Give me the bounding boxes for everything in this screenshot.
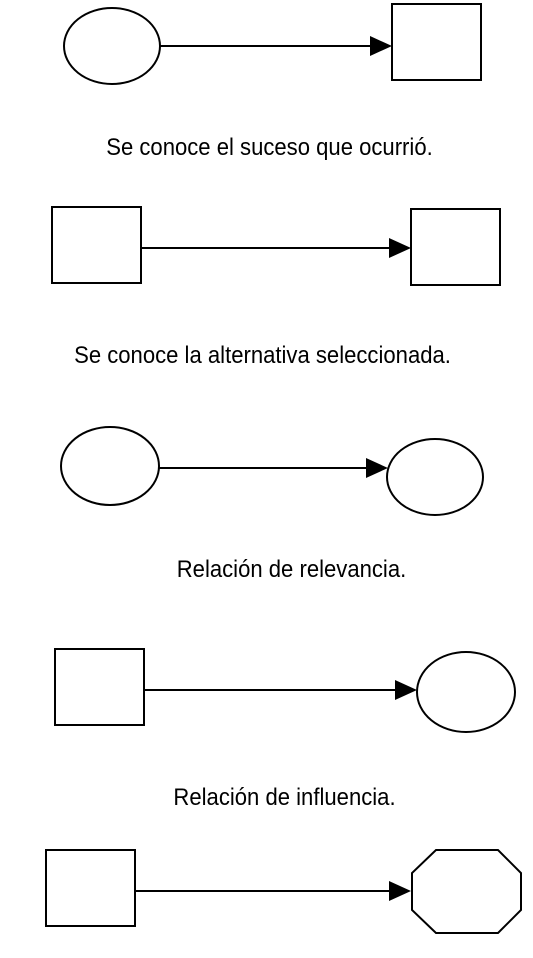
- arrowhead: [395, 680, 417, 700]
- relation-row-1: [63, 3, 482, 85]
- caption-alternativa-seleccionada: Se conoce la alternativa seleccionada.: [74, 342, 451, 369]
- arrowhead: [370, 36, 392, 56]
- arrowhead: [389, 881, 411, 901]
- chance-node-ellipse: [386, 438, 484, 516]
- decision-node-square: [51, 206, 142, 284]
- caption-relacion-relevancia: Relación de relevancia.: [176, 556, 407, 583]
- decision-node-square: [410, 208, 501, 286]
- decision-node-square: [45, 849, 136, 927]
- arrowhead: [366, 458, 388, 478]
- arrowhead: [389, 238, 411, 258]
- relation-row-5: [45, 849, 522, 934]
- chance-node-ellipse: [63, 7, 161, 85]
- value-node-octagon: [411, 849, 522, 934]
- caption-suceso-ocurrido: Se conoce el suceso que ocurrió.: [106, 134, 433, 161]
- relation-row-3: [60, 426, 484, 516]
- caption-relacion-influencia: Relación de influencia.: [173, 784, 396, 811]
- decision-node-square: [391, 3, 482, 81]
- chance-node-ellipse: [60, 426, 160, 506]
- decision-node-square: [54, 648, 145, 726]
- relation-row-4: [54, 648, 516, 733]
- chance-node-ellipse: [416, 651, 516, 733]
- relation-row-2: [51, 206, 501, 286]
